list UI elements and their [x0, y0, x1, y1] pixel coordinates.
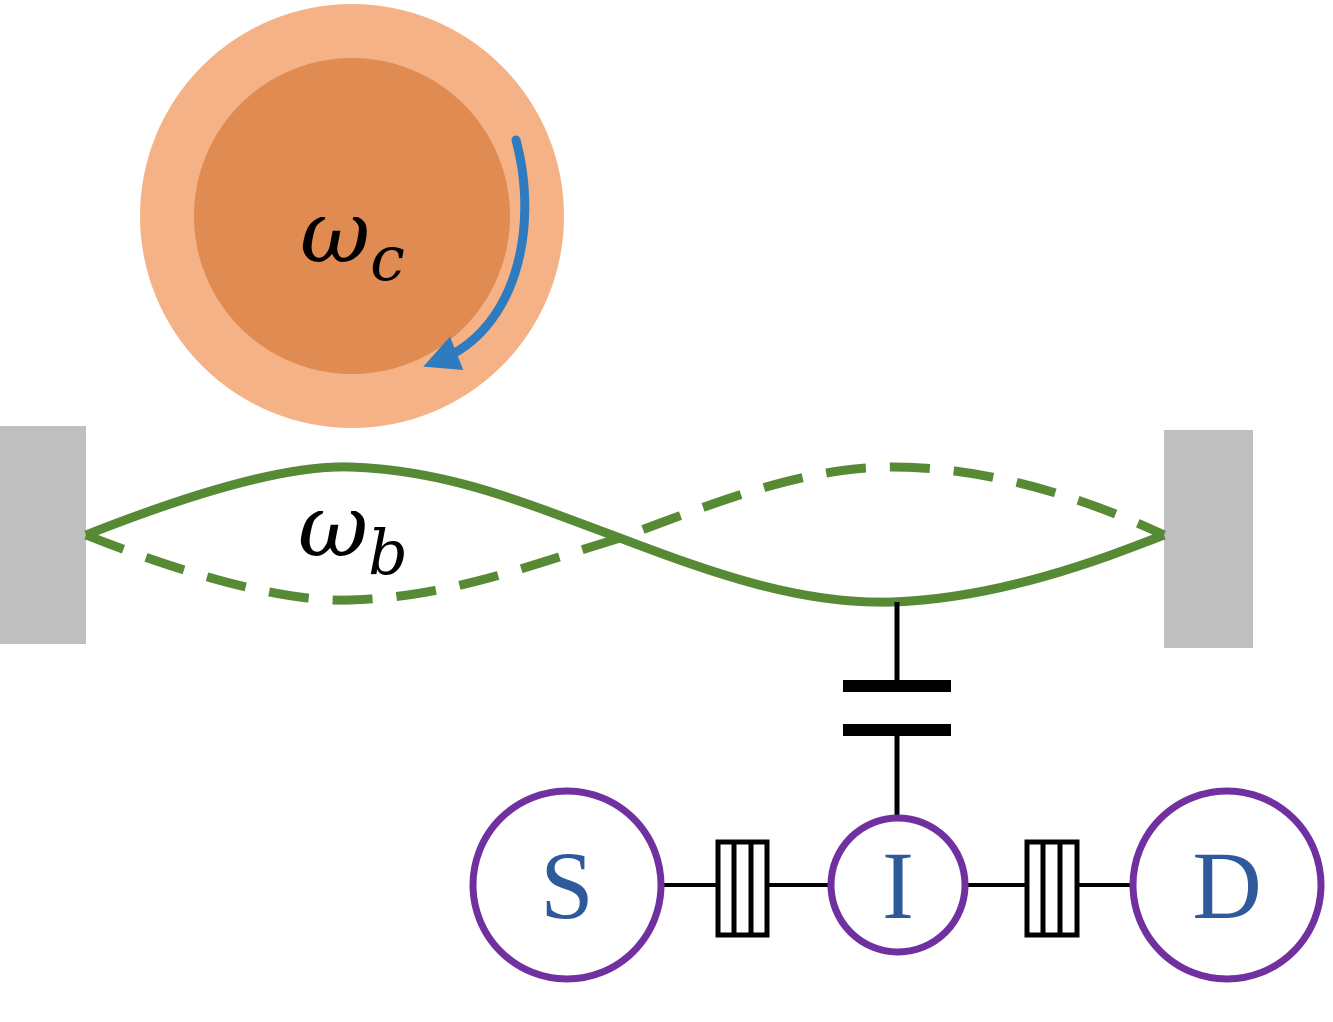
capacitor-plate-top: [843, 680, 951, 692]
beam-mode-solid: [84, 462, 1166, 607]
beam-frequency-label: ωb: [298, 477, 408, 589]
beam-mode-dashed: [84, 462, 1166, 605]
optical-cavity: ωc: [140, 4, 564, 428]
source-node: S: [469, 787, 665, 983]
capacitor-plate-bottom: [843, 724, 951, 736]
coupling-capacitor: [843, 602, 951, 818]
source-node-label: S: [540, 832, 593, 939]
cavity-circulation-arrow: [423, 135, 530, 371]
tunnel-junction-left: [715, 839, 770, 938]
drain-node: D: [1129, 787, 1325, 983]
island-node: I: [827, 814, 969, 956]
cavity-inner-disk: [194, 58, 510, 374]
mechanical-beam: ωb: [0, 426, 1253, 648]
drain-node-label: D: [1192, 832, 1261, 939]
tunnel-junction-right: [1024, 839, 1080, 938]
island-node-label: I: [882, 832, 914, 939]
right-clamp: [1164, 430, 1253, 648]
cavity-frequency-label: ωc: [300, 183, 405, 295]
left-clamp: [0, 426, 86, 644]
